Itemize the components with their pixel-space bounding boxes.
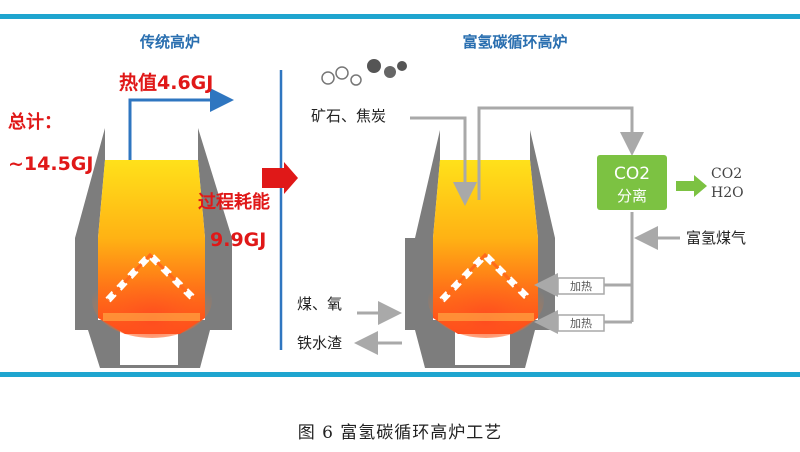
ore-coke-label: 矿石、焦炭 [311, 107, 386, 125]
heat-value-label: 热值4.6GJ [119, 71, 213, 94]
heater-lower [557, 314, 605, 332]
co2-box-bottom: 分离 [617, 187, 647, 205]
heat-arrow [128, 88, 234, 160]
total-label: 总计： [8, 111, 62, 133]
heater-lower-label: 加热 [570, 317, 592, 330]
bottom-band [0, 372, 800, 377]
coal-oxygen-label: 煤、氧 [297, 295, 342, 313]
co2-separation-box [597, 155, 667, 210]
co2-box-top: CO2 [614, 164, 650, 184]
output-arrow [676, 175, 707, 197]
output-co2: CO2 [711, 166, 742, 182]
hydrogen-gas-label: 富氢煤气 [686, 229, 746, 247]
figure-caption: 图 6 富氢碳循环高炉工艺 [297, 423, 503, 443]
heater-upper-label: 加热 [570, 280, 592, 293]
process-value: 9.9GJ [210, 229, 266, 251]
top-band [0, 14, 800, 19]
right-title: 富氢碳循环高炉 [462, 33, 567, 51]
transition-arrow [262, 162, 298, 194]
left-title: 传统高炉 [139, 33, 200, 51]
output-h2o: H2O [711, 185, 744, 201]
process-label: 过程耗能 [198, 191, 270, 213]
heater-upper [557, 277, 605, 295]
total-value: ~14.5GJ [8, 153, 93, 175]
traditional-furnace [75, 128, 232, 368]
ore-coke-icon [321, 59, 407, 86]
iron-slag-label: 铁水渣 [297, 334, 342, 352]
